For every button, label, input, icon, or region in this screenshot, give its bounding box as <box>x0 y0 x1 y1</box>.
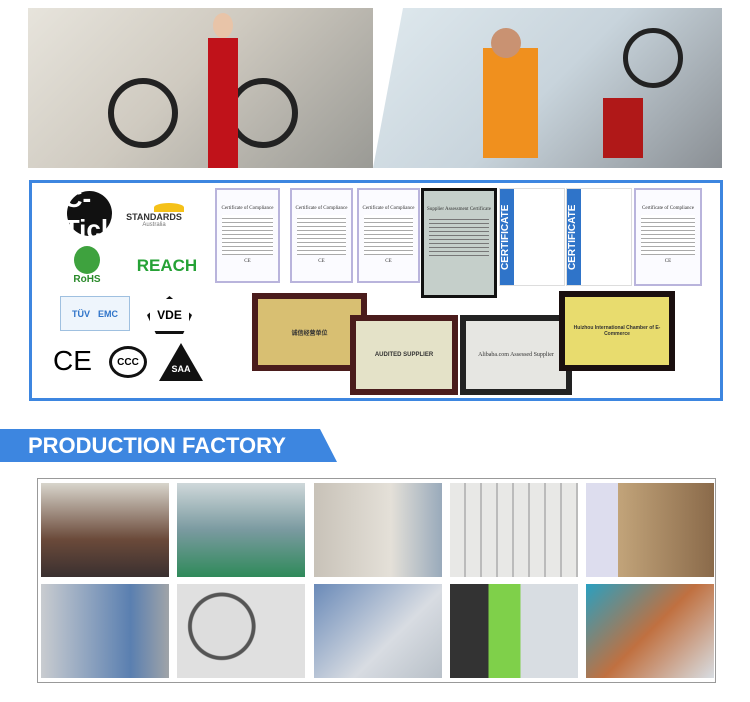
vde-logo: VDE <box>147 296 192 334</box>
saa-logo: SAA <box>159 343 203 381</box>
section-banner: PRODUCTION FACTORY <box>0 429 337 462</box>
chamber-ecommerce-plaque: Huizhou International Chamber of E-Comme… <box>559 291 675 371</box>
factory-photo <box>586 483 714 577</box>
factory-photo <box>314 483 442 577</box>
c-tick-logo: C-Tick <box>63 182 116 244</box>
standards-australia-logo: STANDARDS Australia <box>124 198 184 233</box>
factory-photo <box>177 483 305 577</box>
reach-logo: REACH <box>136 256 198 275</box>
factory-photo <box>586 584 714 678</box>
audited-supplier-plaque: AUDITED SUPPLIER <box>350 315 458 395</box>
factory-photo <box>314 584 442 678</box>
certificate-document: CERTIFICATE <box>566 188 632 286</box>
factory-photo <box>177 584 305 678</box>
supplier-assessment-certificate: Supplier Assessment Certificate <box>421 188 497 298</box>
australia-text: Australia <box>142 222 166 228</box>
standards-text: STANDARDS <box>126 212 182 222</box>
certificate-document: CERTIFICATE <box>499 188 565 286</box>
rohs-logo: RoHS <box>67 243 107 288</box>
ce-logo: CE <box>53 345 92 376</box>
trade-show-photo-left <box>28 8 373 168</box>
factory-photo <box>41 584 169 678</box>
certifications-panel: C-Tick STANDARDS Australia RoHS REACH TÜ… <box>29 180 723 401</box>
section-title: PRODUCTION FACTORY <box>28 433 286 458</box>
factory-photo <box>450 483 578 577</box>
award-plaque: 诚信经营单位 <box>252 293 367 371</box>
trade-show-photo-right <box>373 8 722 168</box>
ccc-logo: CCC <box>109 346 147 378</box>
factory-photo-grid <box>37 478 716 683</box>
factory-photo <box>450 584 578 678</box>
factory-photo <box>41 483 169 577</box>
assessed-supplier-plaque: Alibaba.com Assessed Supplier <box>460 315 572 395</box>
